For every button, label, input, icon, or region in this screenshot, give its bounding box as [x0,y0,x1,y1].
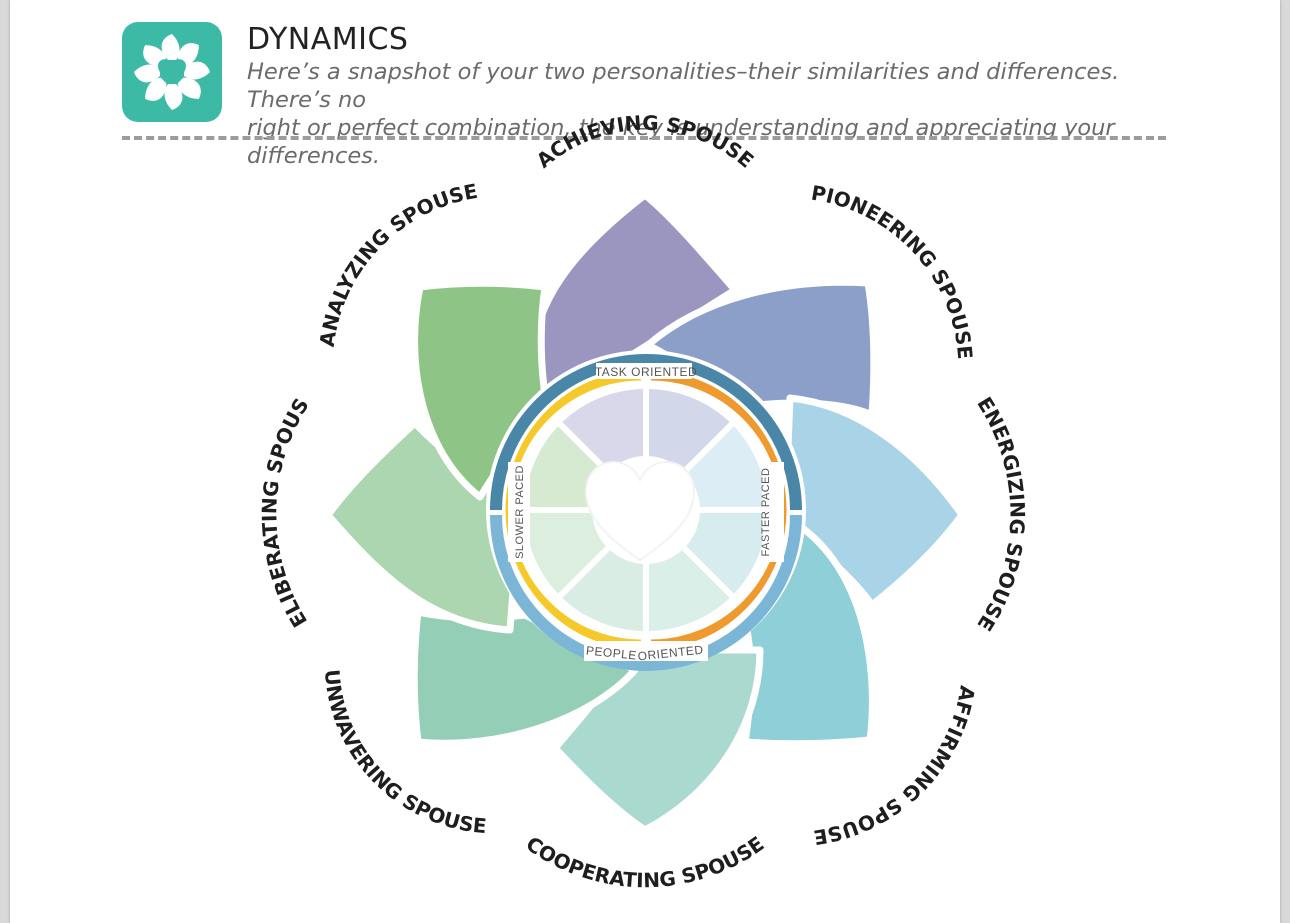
page-title: DYNAMICS [247,22,409,57]
dynamics-logo [122,22,222,122]
flower-heart-icon [134,34,210,110]
axis-task-oriented: TASK ORIENTED [595,365,697,379]
petal-layer [324,191,966,834]
label-deliberating: DELIBERATING SPOUSE [0,0,314,632]
inner-disc [518,382,774,638]
subtitle-line-1: Here’s a snapshot of your two personalit… [247,59,1120,113]
label-achieving: ACHIEVING SPOUSE [532,111,759,173]
task-ring [490,354,802,511]
faster-ring [650,371,790,649]
axis-faster-paced: FASTER PACED [760,468,772,557]
axis-oriented: ORIENTED [637,643,704,664]
axis-people: PEOPLE [585,643,637,662]
dashed-divider [122,136,1166,140]
label-energizing: ENERGIZING SPOUSE [972,393,1029,636]
heart-icon [584,460,696,562]
axis-labels: TASK ORIENTED PEOPLE ORIENTED SLOWER PAC… [508,363,784,663]
people-ring [490,514,802,671]
slower-ring [502,371,642,649]
axis-slower-paced: SLOWER PACED [514,465,526,559]
label-cooperating: COOPERATING SPOUSE [522,831,769,892]
